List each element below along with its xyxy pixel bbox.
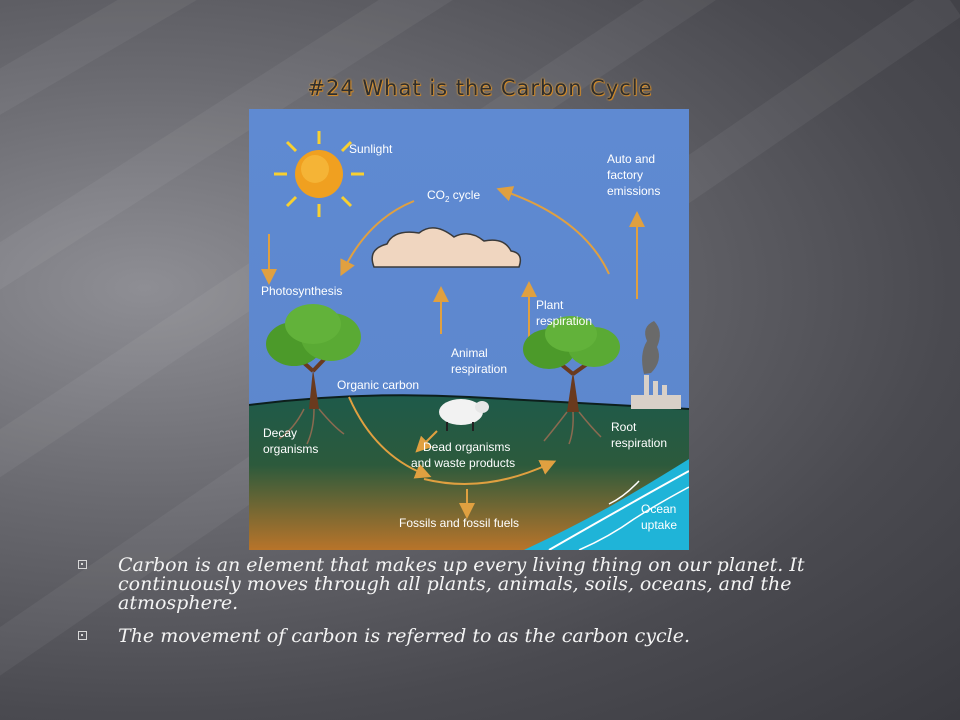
bullet-list: Carbon is an element that makes up every… <box>74 556 894 660</box>
bullet-square-icon <box>78 560 87 569</box>
label-root-2: respiration <box>611 436 667 450</box>
slide-title: #24 What is the Carbon Cycle <box>307 76 653 100</box>
label-plant-2: respiration <box>536 314 592 328</box>
label-sunlight: Sunlight <box>349 142 393 156</box>
ocean <box>524 459 689 550</box>
right-tree-icon <box>523 316 620 445</box>
label-dead-2: and waste products <box>411 456 515 470</box>
label-fossils: Fossils and fossil fuels <box>399 516 519 530</box>
label-dead-1: Dead organisms <box>423 440 510 454</box>
label-decay-2: organisms <box>263 442 318 456</box>
factory-icon <box>631 321 681 409</box>
bullet-text: The movement of carbon is referred to as… <box>118 625 691 647</box>
bullet-item: The movement of carbon is referred to as… <box>74 627 894 646</box>
left-tree-icon <box>266 304 361 445</box>
cloud-icon <box>371 227 522 268</box>
label-animal-2: respiration <box>451 362 507 376</box>
sheep-icon <box>439 399 489 431</box>
sun-icon <box>274 131 364 217</box>
label-ocean-2: uptake <box>641 518 677 532</box>
label-organic-carbon: Organic carbon <box>337 378 419 392</box>
label-ocean-1: Ocean <box>641 502 676 516</box>
label-co2-cycle: CO2 cycle <box>427 188 480 204</box>
label-auto-2: factory <box>607 168 643 182</box>
label-auto-1: Auto and <box>607 152 655 166</box>
label-animal-1: Animal <box>451 346 488 360</box>
carbon-cycle-diagram: Sunlight Auto and factory emissions CO2 … <box>249 109 689 550</box>
bullet-text: Carbon is an element that makes up every… <box>118 554 805 614</box>
label-auto-3: emissions <box>607 184 660 198</box>
bullet-square-icon <box>78 631 87 640</box>
label-decay-1: Decay <box>263 426 297 440</box>
label-root-1: Root <box>611 420 637 434</box>
label-plant-1: Plant <box>536 298 564 312</box>
label-photosynthesis: Photosynthesis <box>261 284 342 298</box>
bullet-item: Carbon is an element that makes up every… <box>74 556 894 613</box>
ground <box>249 395 689 550</box>
